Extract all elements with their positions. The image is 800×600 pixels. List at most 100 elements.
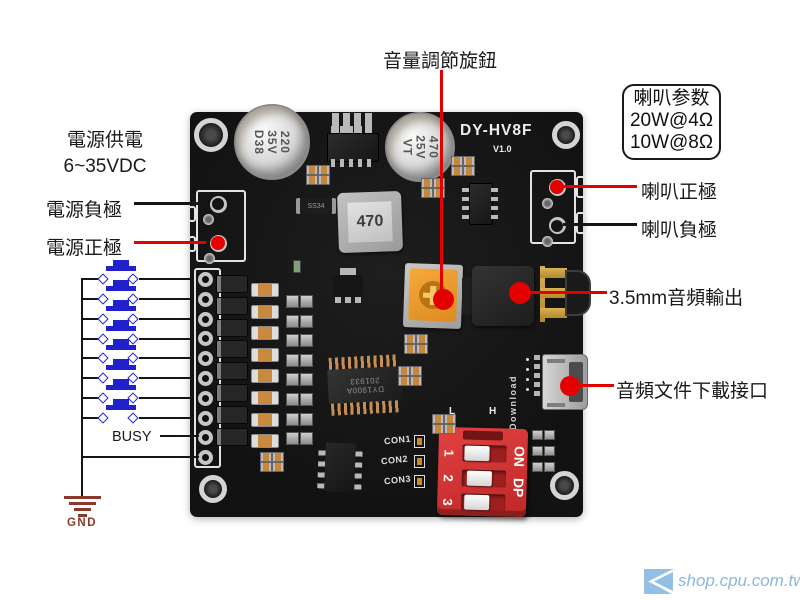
wire (82, 318, 100, 321)
con2-label: CON2 (380, 453, 409, 467)
smd-pad (433, 178, 445, 188)
diode-ss34: SS34 (296, 198, 336, 214)
con-pad-contact (417, 478, 422, 485)
smd-resistor (251, 434, 279, 449)
wire (82, 377, 100, 380)
dip-number: 2 (440, 474, 456, 482)
callout-audio-output: 3.5mm音頻輸出 (609, 288, 744, 309)
button-contact-icon (97, 292, 109, 305)
dip-dp-label: DP (510, 477, 527, 498)
screw-hole (199, 475, 227, 503)
wire (139, 338, 199, 341)
silk-dot (526, 388, 529, 391)
speaker-terminal-silkscreen (530, 170, 576, 244)
smd-resistor (251, 369, 279, 384)
gain-low-label: L (449, 406, 456, 417)
smd-resistor (251, 391, 279, 405)
button-bar-icon (106, 266, 136, 271)
button-contact-icon (97, 411, 109, 424)
diode-marking: SS34 (307, 202, 325, 210)
smd-pad (306, 165, 318, 175)
callout-line-busy (160, 435, 199, 438)
smd-pad (433, 188, 445, 198)
smd-pad (272, 452, 284, 462)
usb-pad (534, 373, 540, 378)
smd-pad (260, 462, 272, 472)
dip-on-label: ON (511, 445, 528, 468)
callout-dot-speaker-positive (550, 180, 564, 194)
wire (82, 357, 100, 360)
callout-volume-knob: 音量調節旋鈕 (382, 51, 497, 72)
capacitor-470uf: 470 25V VT (385, 112, 455, 182)
smd-pad (444, 414, 456, 424)
smd-diode (216, 296, 248, 315)
smd-cap (300, 353, 313, 367)
button-bar-icon (106, 286, 136, 291)
button-contact-icon (127, 272, 139, 285)
ground-label: GND (66, 517, 98, 529)
smd-pad (404, 344, 416, 354)
button-bar-icon (106, 405, 136, 410)
smd-pad (260, 452, 272, 462)
smd-pad (416, 344, 428, 354)
capacitor-220uf: 220 35V D38 (234, 104, 310, 180)
smd-diode (216, 405, 248, 424)
smd-pad (463, 166, 475, 176)
ground-symbol (64, 496, 101, 499)
usb-silkscreen-label: Download (508, 375, 518, 430)
smd-cap (286, 432, 299, 446)
callout-busy: BUSY (112, 429, 152, 445)
wire (139, 397, 199, 400)
pin-hole (198, 351, 213, 367)
callout-download-interface: 音頻文件下載接口 (616, 381, 769, 402)
usb-pad (534, 355, 540, 360)
button-cap-icon (113, 280, 129, 286)
button-bar-icon (106, 306, 136, 311)
callout-line-speaker-negative (563, 223, 637, 226)
wire (82, 417, 100, 420)
smd-resistor (251, 347, 279, 362)
smd-cap (286, 353, 299, 367)
button-contact-icon (97, 312, 109, 325)
wire (139, 357, 199, 360)
button-cap-icon (113, 379, 129, 385)
button-contact-icon (97, 351, 109, 364)
smd-pad (544, 430, 555, 440)
callout-dot-audio-output (509, 282, 531, 304)
callout-dot-download (560, 376, 580, 396)
smd-cap (300, 334, 313, 348)
callout-line-download (576, 384, 614, 387)
dip-toggle-1 (464, 445, 490, 462)
pin-hole (198, 371, 213, 386)
pin-hole (198, 410, 213, 426)
pcb-board: DY-HV8F V1.0 220 35V D38 470 25V VT (188, 104, 591, 518)
button-contact-icon (97, 332, 109, 345)
smd-cap (286, 373, 299, 387)
wire (139, 318, 199, 321)
main-chip-marking: DY1900A 201933 (346, 375, 385, 396)
inductor-marking: 470 (347, 201, 393, 243)
board-version-silkscreen: V1.0 (493, 144, 512, 154)
callout-speaker-negative: 喇叭負極 (641, 220, 718, 241)
smd-pad (306, 175, 318, 185)
smd-pad (532, 462, 543, 472)
smd-pad (410, 376, 422, 386)
callout-line-power-negative (134, 202, 206, 205)
con1-label: CON1 (383, 433, 412, 447)
capacitor-marking: 470 25V VT (400, 134, 441, 160)
dip-switch: 1 2 3 ON DP (436, 426, 529, 518)
callout-line-power-positive (134, 241, 206, 244)
pin-hole (198, 390, 213, 406)
callout-speaker-positive: 喇叭正極 (641, 182, 718, 203)
dip-toggle-2 (466, 470, 493, 487)
pin-hole (198, 291, 213, 307)
smd-pad (463, 156, 475, 166)
button-cap-icon (113, 399, 129, 405)
dip-number: 3 (440, 498, 456, 506)
smd-diode (216, 318, 248, 337)
wire (139, 377, 199, 380)
callout-power-negative: 電源負極 (46, 200, 123, 221)
callout-dot-volume (433, 289, 454, 310)
button-cap-icon (113, 300, 129, 306)
smd-pad (410, 366, 422, 376)
